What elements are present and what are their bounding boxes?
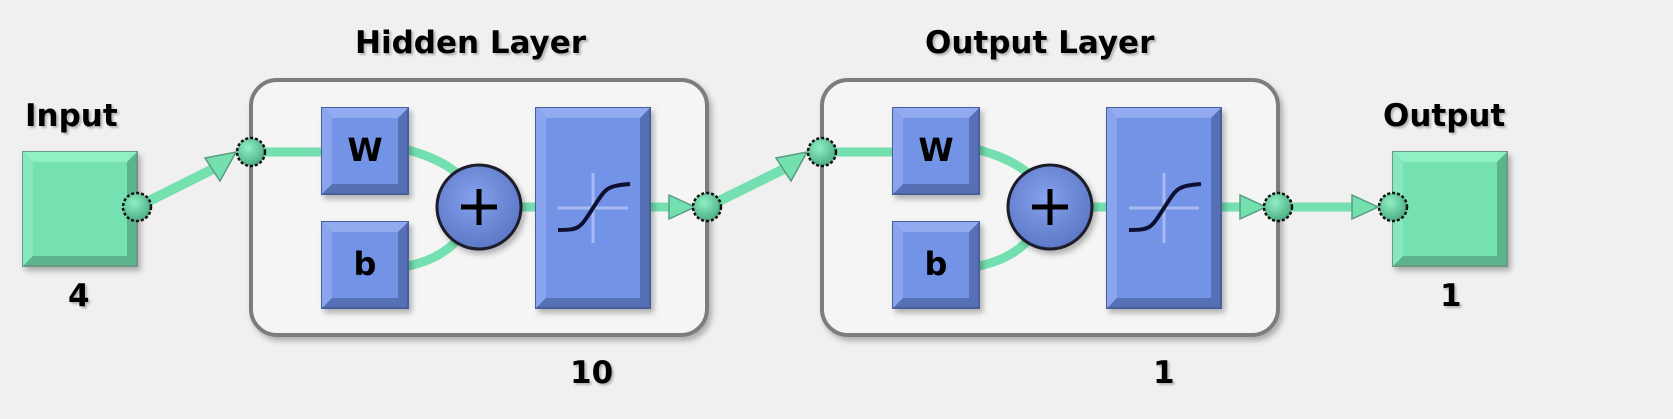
plus-icon bbox=[1032, 189, 1068, 225]
output-layer-title: Output Layer bbox=[925, 25, 1155, 61]
port-node bbox=[235, 136, 267, 168]
input-block bbox=[22, 151, 138, 267]
output-weight-block bbox=[892, 107, 980, 195]
hidden-weight-label: W bbox=[347, 131, 383, 169]
output-layer-size: 1 bbox=[1153, 355, 1175, 391]
hidden-weight-block bbox=[321, 107, 409, 195]
output-bias-block bbox=[892, 221, 980, 309]
arrow-icon bbox=[1351, 193, 1380, 221]
arrow-icon bbox=[203, 150, 238, 183]
input-size: 4 bbox=[68, 278, 90, 314]
plus-icon bbox=[461, 189, 497, 225]
hidden-layer-size: 10 bbox=[570, 355, 614, 391]
input-title: Input bbox=[25, 98, 118, 134]
hidden-layer-title: Hidden Layer bbox=[355, 25, 587, 61]
output-block bbox=[1392, 151, 1508, 267]
port-node bbox=[121, 191, 153, 223]
arrow-icon bbox=[1239, 193, 1268, 221]
arrow-icon bbox=[774, 150, 809, 183]
output-title: Output bbox=[1383, 98, 1506, 134]
output-weight-label: W bbox=[918, 131, 954, 169]
sigmoid-icon bbox=[1128, 173, 1202, 243]
port-node bbox=[1262, 191, 1294, 223]
port-node bbox=[691, 191, 723, 223]
port-node bbox=[1377, 191, 1409, 223]
hidden-bias-label: b bbox=[353, 245, 377, 283]
arrow-icon bbox=[668, 193, 697, 221]
sigmoid-icon bbox=[557, 173, 631, 243]
hidden-bias-block bbox=[321, 221, 409, 309]
port-node bbox=[806, 136, 838, 168]
output-size: 1 bbox=[1440, 278, 1462, 314]
output-bias-label: b bbox=[924, 245, 948, 283]
